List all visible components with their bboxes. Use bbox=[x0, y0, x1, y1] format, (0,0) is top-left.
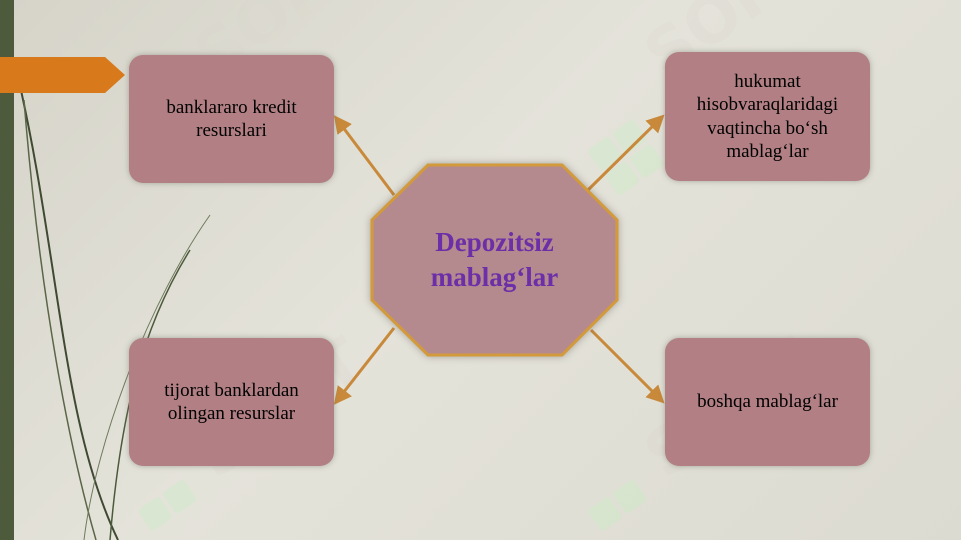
node-other-funds: boshqa mablag‘lar bbox=[665, 338, 870, 466]
node-label: banklararo kredit resurslari bbox=[166, 96, 297, 141]
node-government-accounts: hukumat hisobvaraqlaridagi vaqtincha bo‘… bbox=[665, 52, 870, 181]
connector-top-left bbox=[333, 115, 396, 196]
node-label: hukumat hisobvaraqlaridagi vaqtincha bo‘… bbox=[696, 71, 839, 162]
node-label: boshqa mablag‘lar bbox=[697, 391, 838, 413]
center-octagon bbox=[370, 163, 619, 357]
node-commercial-bank-resources: tijorat banklardan olingan resurslar bbox=[129, 338, 334, 466]
connector-bottom-right bbox=[589, 328, 665, 404]
connector-bottom-left bbox=[333, 327, 396, 405]
center-node-label-wrap: Depozitsiz mablag‘lar bbox=[372, 165, 617, 355]
node-label: tijorat banklardan olingan resurslar bbox=[164, 379, 299, 424]
center-node-label: Depozitsiz mablag‘lar bbox=[430, 227, 559, 292]
left-accent-bar bbox=[0, 0, 14, 540]
orange-tab-marker bbox=[0, 57, 125, 93]
connector-top-right bbox=[586, 114, 665, 192]
node-interbank-credit: banklararo kredit resurslari bbox=[129, 55, 334, 183]
